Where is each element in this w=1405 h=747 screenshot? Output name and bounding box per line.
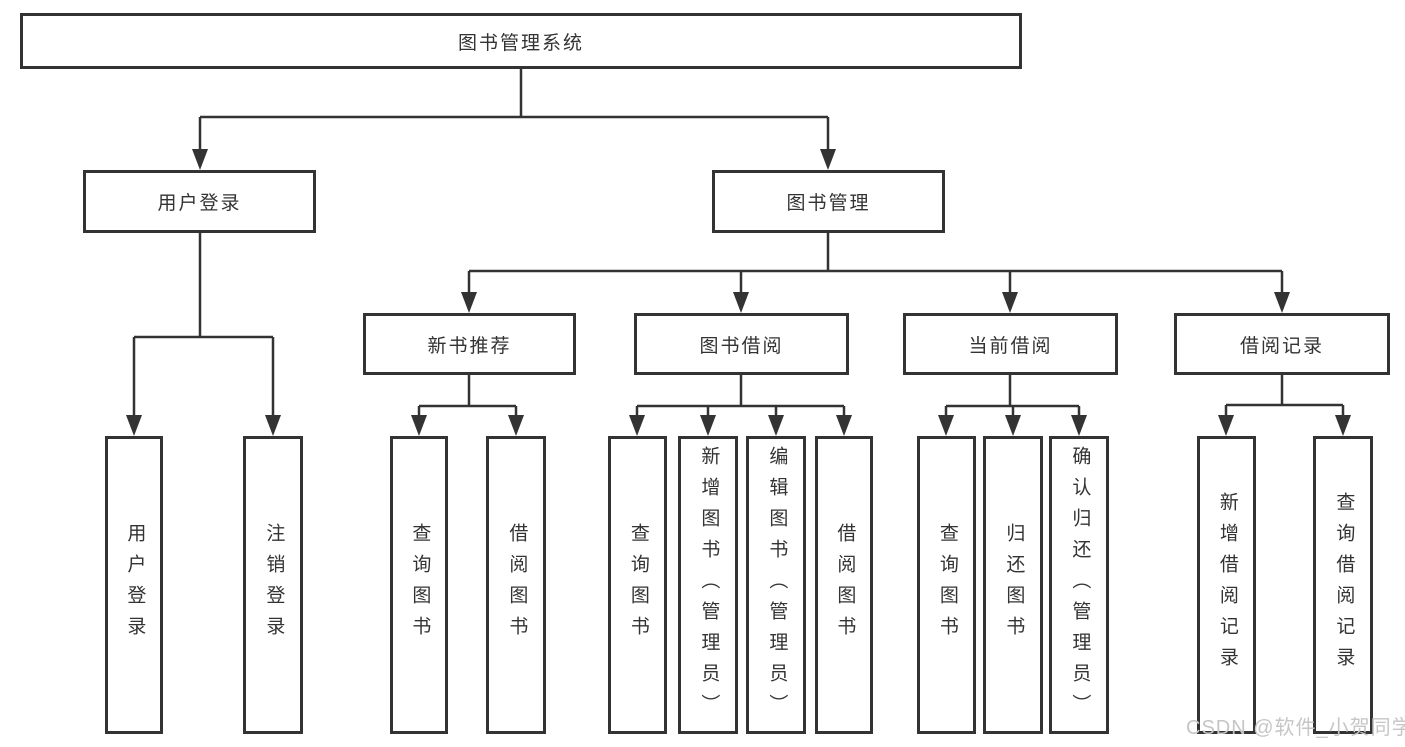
arrow-down-icon [411,415,427,436]
leaf-rec-add-record: 新增借阅记录 [1197,436,1256,734]
arrow-down-icon [733,292,749,313]
arrow-down-icon [192,149,208,170]
leaf-cb-return-books-label: 归还图书 [1003,523,1025,647]
node-current-borrow: 当前借阅 [903,313,1118,375]
arrow-down-icon [836,415,852,436]
leaf-nb-query-books: 查询图书 [390,436,448,734]
node-user-login-label: 用户登录 [157,193,242,214]
node-new-book-recommend: 新书推荐 [363,313,576,375]
arrow-down-icon [1002,292,1018,313]
node-library-system: 图书管理系统 [20,13,1022,69]
leaf-nb-borrow-books: 借阅图书 [486,436,546,734]
arrow-down-icon [1218,415,1234,436]
leaf-rec-query-record-label: 查询借阅记录 [1333,492,1355,678]
connector-new-book-to-leaves [411,375,524,436]
leaf-cb-confirm-return-admin-label: 确认归还（管理员） [1069,445,1091,725]
leaf-rec-add-record-label: 新增借阅记录 [1216,492,1238,678]
leaf-nb-borrow-books-label: 借阅图书 [506,523,528,647]
node-library-system-label: 图书管理系统 [457,32,584,54]
connector-current-borrow-to-leaves [938,375,1087,436]
leaf-cb-query-books-label: 查询图书 [936,523,958,647]
connector-book-borrow-to-leaves [629,375,852,436]
arrow-down-icon [768,415,784,436]
arrow-down-icon [265,415,281,436]
node-user-login: 用户登录 [83,170,316,233]
leaf-bb-edit-books-admin: 编辑图书（管理员） [746,436,806,734]
node-book-management-label: 图书管理 [786,193,871,214]
csdn-watermark: CSDN @软件_小贺同学 [1186,717,1405,739]
node-book-borrow: 图书借阅 [634,313,849,375]
node-book-borrow-label: 图书借阅 [699,335,784,357]
leaf-cb-query-books: 查询图书 [917,436,976,734]
leaf-bb-borrow-books-label: 借阅图书 [834,523,856,647]
leaf-nb-query-books-label: 查询图书 [409,523,431,647]
node-borrow-records-label: 借阅记录 [1239,335,1324,357]
connector-user-login-to-leaves [126,233,281,436]
leaf-bb-add-books-admin: 新增图书（管理员） [678,436,738,734]
arrow-down-icon [820,149,836,170]
connector-records-to-leaves [1218,375,1351,436]
leaf-bb-borrow-books: 借阅图书 [815,436,873,734]
leaf-bb-query-books-label: 查询图书 [627,523,649,647]
node-current-borrow-label: 当前借阅 [968,335,1053,357]
leaf-cb-return-books: 归还图书 [983,436,1043,734]
node-borrow-records: 借阅记录 [1174,313,1390,375]
node-new-book-recommend-label: 新书推荐 [427,335,512,357]
arrow-down-icon [461,292,477,313]
leaf-rec-query-record: 查询借阅记录 [1313,436,1373,734]
arrow-down-icon [126,415,142,436]
leaf-cb-confirm-return-admin: 确认归还（管理员） [1049,436,1109,734]
arrow-down-icon [700,415,716,436]
leaf-user-login: 用户登录 [105,436,163,734]
leaf-user-login-label: 用户登录 [124,523,146,647]
arrow-down-icon [1335,415,1351,436]
leaf-bb-add-books-admin-label: 新增图书（管理员） [698,445,720,725]
node-book-management: 图书管理 [712,170,945,233]
leaf-bb-query-books: 查询图书 [608,436,667,734]
arrow-down-icon [1071,415,1087,436]
leaf-logout: 注销登录 [243,436,303,734]
leaf-logout-label: 注销登录 [263,523,285,647]
leaf-bb-edit-books-admin-label: 编辑图书（管理员） [766,445,788,725]
arrow-down-icon [508,415,524,436]
arrow-down-icon [1274,292,1290,313]
arrow-down-icon [938,415,954,436]
arrow-down-icon [1005,415,1021,436]
connector-book-mgmt-to-level3 [461,233,1290,313]
arrow-down-icon [629,415,645,436]
connector-root-to-level2 [192,69,836,170]
